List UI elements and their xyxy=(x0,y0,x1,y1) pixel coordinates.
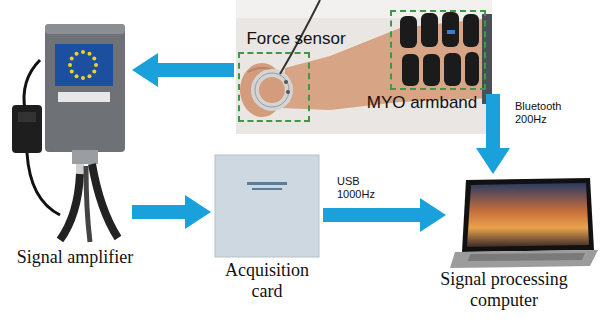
component-label: Acquisition card xyxy=(212,260,322,301)
component-region: Acquisition card xyxy=(215,155,319,257)
signal-arrow xyxy=(486,94,500,148)
link-label: USB 1000Hz xyxy=(335,175,387,201)
acquisition-card-photo xyxy=(215,155,319,257)
component-region: Force sensor xyxy=(238,52,310,122)
laptop-photo xyxy=(450,178,598,268)
link-label-holder: USB 1000Hz xyxy=(335,175,387,201)
signal-arrow xyxy=(132,205,185,219)
component-label: Force sensor xyxy=(236,29,356,49)
component-label: Signal processing computer xyxy=(410,269,598,310)
component-region: MYO armband xyxy=(390,10,486,90)
component-region: Signal amplifier xyxy=(5,18,128,244)
component-label: MYO armband xyxy=(356,93,488,113)
arm-photo xyxy=(236,0,492,134)
link-label: Bluetooth 200Hz xyxy=(513,100,577,126)
component-region: Signal processing computer xyxy=(450,178,598,266)
link-label-holder: Bluetooth 200Hz xyxy=(513,100,577,126)
component-label: Signal amplifier xyxy=(0,247,150,268)
signal-arrow xyxy=(323,208,420,222)
amplifier-photo xyxy=(12,24,125,242)
signal-arrow xyxy=(158,63,234,77)
